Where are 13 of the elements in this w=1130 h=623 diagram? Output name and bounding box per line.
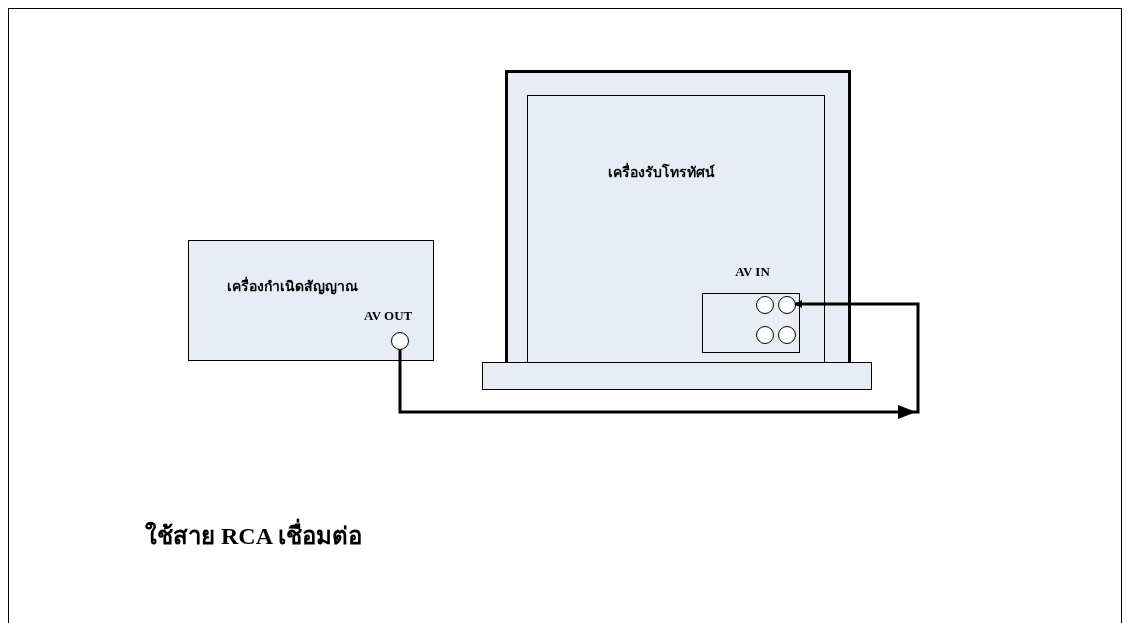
- jack-socket: [756, 296, 774, 314]
- device-label: เครื่องกำเนิดสัญญาณ: [227, 275, 358, 297]
- television-frame: [505, 70, 851, 365]
- television-stand: [482, 362, 872, 390]
- jack-label: AV IN: [735, 263, 770, 280]
- jack-socket: [778, 326, 796, 344]
- device-label: เครื่องรับโทรทัศน์: [608, 161, 715, 183]
- jack-label: AV OUT: [364, 308, 413, 324]
- caption: ใช้สาย RCA เชื่อมต่อ: [145, 516, 362, 555]
- jack-socket: [390, 331, 409, 350]
- jack-socket: [756, 326, 774, 344]
- jack-socket: [778, 296, 796, 314]
- signal-generator-box: [188, 240, 434, 361]
